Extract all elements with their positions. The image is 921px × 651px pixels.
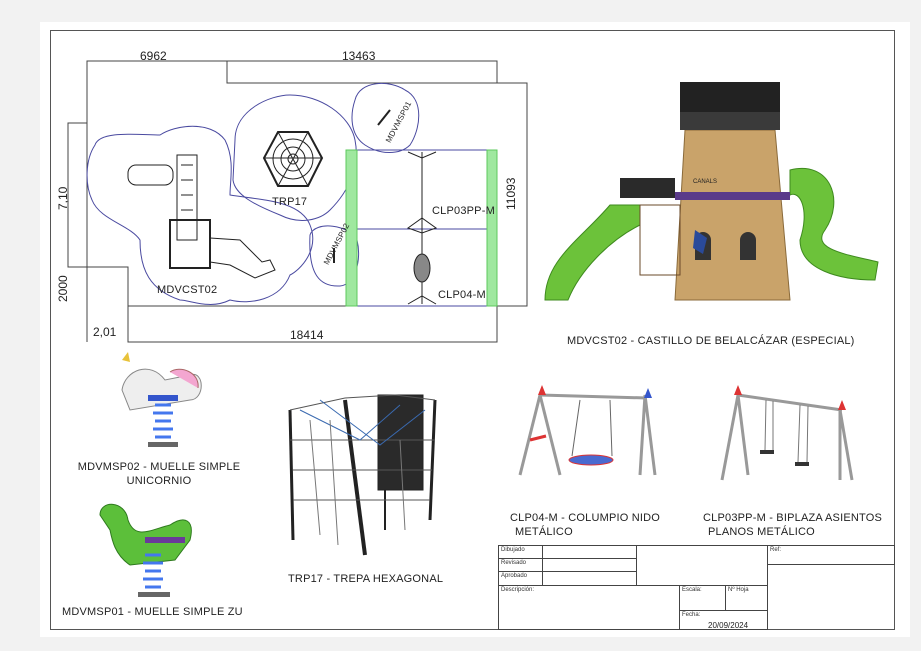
caption-nest-swing-line1: CLP04-M - COLUMPIO NIDO xyxy=(510,512,661,524)
label-aprobado: Aprobado xyxy=(498,571,543,586)
title-block: Dibujado Revisado Aprobado Ref: Descripc… xyxy=(498,545,895,630)
label-dibujado: Dibujado xyxy=(498,545,543,559)
climber-illustration xyxy=(288,394,437,556)
dim-right: 11093 xyxy=(504,177,518,210)
swing-safety-strips xyxy=(345,149,498,307)
spring-rider-01-top-view xyxy=(377,109,391,126)
dim-top-left: 6962 xyxy=(140,49,167,63)
caption-castle: MDVCST02 - CASTILLO DE BELALCÁZAR (ESPEC… xyxy=(567,335,855,347)
label-revisado: Revisado xyxy=(498,558,543,572)
caption-climber: TRP17 - TREPA HEXAGONAL xyxy=(288,573,444,585)
drawing-frame xyxy=(50,30,895,630)
caption-flat-swing-line1: CLP03PP-M - BIPLAZA ASIENTOS xyxy=(703,512,883,524)
plot-outline xyxy=(67,60,528,343)
dim-left-bottom: 2000 xyxy=(56,275,70,302)
field-blank xyxy=(636,545,768,586)
label-ref: Ref: xyxy=(767,545,895,565)
castle-sign: CANALS xyxy=(693,179,717,185)
swings-top-view xyxy=(406,151,438,305)
plan-label-castle: MDVCST02 xyxy=(157,284,218,296)
castle-top-view xyxy=(127,154,276,279)
caption-unicorn: MDVMSP02 - MUELLE SIMPLE UNICORNIO xyxy=(74,461,244,487)
label-escala: Escala: xyxy=(679,585,726,611)
dim-left: 7,10 xyxy=(56,186,70,210)
field-aprobado xyxy=(542,571,637,586)
climber-top-view xyxy=(262,131,324,187)
caption-flat-swing: CLP03PP-M - BIPLAZA ASIENTOS PLANOS METÁ… xyxy=(703,512,882,538)
caption-dinosaur: MDVMSP01 - MUELLE SIMPLE ZU xyxy=(62,606,243,618)
caption-unicorn-line1: MDVMSP02 - MUELLE SIMPLE xyxy=(77,461,241,473)
date-value: 20/09/2024 xyxy=(708,621,749,630)
label-descripcion: Descripción: xyxy=(498,585,680,630)
unicorn-spring-rider-illustration xyxy=(121,352,202,447)
flat-seat-swing-illustration xyxy=(720,385,854,481)
dim-bottom: 18414 xyxy=(290,328,324,342)
nest-swing-illustration xyxy=(518,385,657,476)
caption-flat-swing-line2: PLANOS METÁLICO xyxy=(708,526,815,538)
dim-top-right: 13463 xyxy=(342,49,376,63)
caption-nest-swing: CLP04-M - COLUMPIO NIDO METÁLICO xyxy=(510,512,660,538)
field-dibujado xyxy=(542,545,637,559)
caption-unicorn-line2: UNICORNIO xyxy=(126,475,192,487)
caption-nest-swing-line2: METÁLICO xyxy=(515,526,573,538)
field-revisado xyxy=(542,558,637,572)
plan-label-swing-nest: CLP04-M xyxy=(438,289,486,301)
plan-label-swing-flat: CLP03PP-M xyxy=(432,205,495,217)
dim-bottom-left: 2,01 xyxy=(93,325,117,339)
plan-label-climber: TRP17 xyxy=(272,196,308,208)
label-fecha: Fecha: xyxy=(679,610,768,630)
label-hoja: Nº Hoja xyxy=(725,585,768,611)
castle-illustration: CANALS xyxy=(544,82,879,301)
dinosaur-spring-rider-illustration xyxy=(99,503,192,597)
